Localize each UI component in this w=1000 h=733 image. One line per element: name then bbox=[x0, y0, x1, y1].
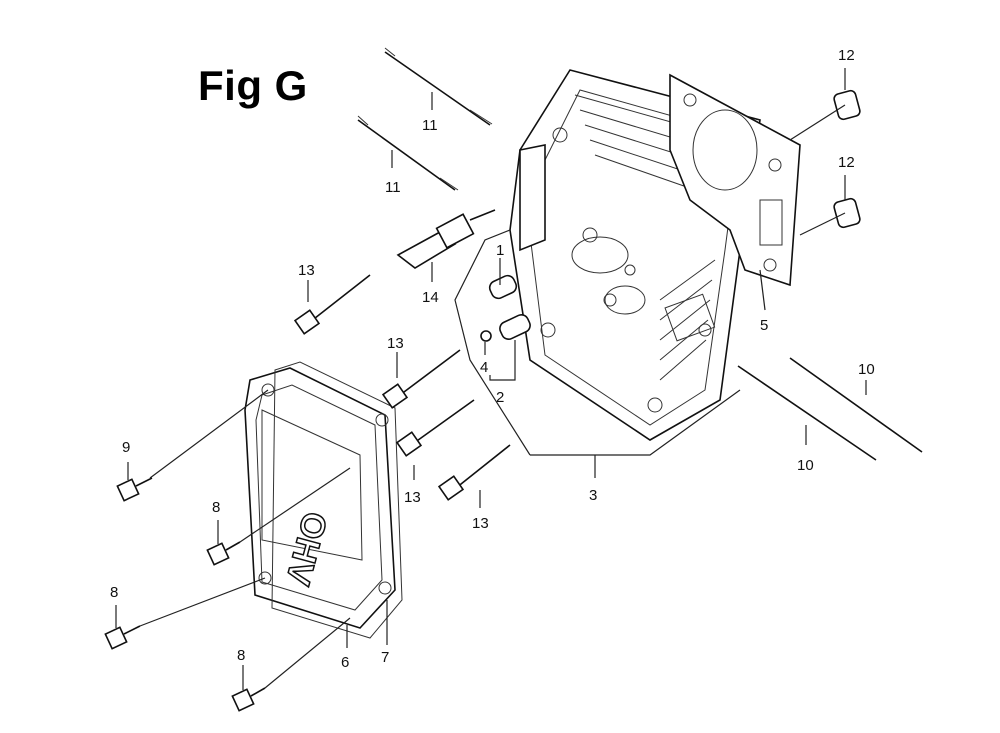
callout-13-a: 13 bbox=[298, 262, 315, 279]
callout-13-c: 13 bbox=[404, 489, 421, 506]
callout-8-c: 8 bbox=[237, 647, 245, 664]
bolt-13-a bbox=[293, 274, 371, 335]
callout-5: 5 bbox=[760, 317, 768, 334]
callout-2: 2 bbox=[496, 389, 504, 406]
bolt-13-d bbox=[437, 444, 511, 501]
stud-11-lower bbox=[357, 115, 459, 191]
callout-6: 6 bbox=[341, 654, 349, 671]
callout-1: 1 bbox=[496, 242, 504, 259]
callout-8-a: 8 bbox=[212, 499, 220, 516]
callout-11-lower: 11 bbox=[385, 179, 401, 196]
callout-11-upper: 11 bbox=[422, 117, 438, 134]
bolt-8-a bbox=[206, 541, 241, 566]
cover-gasket bbox=[271, 361, 403, 639]
bolt-13-c bbox=[395, 399, 475, 457]
callout-12-upper: 12 bbox=[838, 47, 855, 64]
callout-8-b: 8 bbox=[110, 584, 118, 601]
callout-10-lower: 10 bbox=[797, 457, 814, 474]
leader-lines bbox=[115, 68, 867, 690]
callout-7: 7 bbox=[381, 649, 389, 666]
figure-title: Fig G bbox=[198, 62, 308, 109]
valve-guide-1 bbox=[488, 274, 518, 300]
head-gasket bbox=[669, 73, 801, 287]
spark-plug bbox=[396, 209, 496, 269]
callout-13-b: 13 bbox=[387, 335, 404, 352]
callout-4: 4 bbox=[480, 359, 488, 376]
bolt-8-b bbox=[104, 625, 141, 650]
bolt-9 bbox=[116, 477, 153, 502]
stud-10-upper bbox=[789, 357, 923, 453]
callout-14: 14 bbox=[422, 289, 439, 306]
callout-9: 9 bbox=[122, 439, 130, 456]
callout-3: 3 bbox=[589, 487, 597, 504]
stud-10-lower bbox=[737, 365, 877, 461]
valve-guide-2 bbox=[499, 314, 531, 340]
washer-4 bbox=[480, 330, 492, 342]
bolt-8-c bbox=[231, 687, 266, 712]
callout-13-d: 13 bbox=[472, 515, 489, 532]
callout-12-lower: 12 bbox=[838, 154, 855, 171]
bolt-13-b bbox=[381, 349, 461, 409]
head-cover bbox=[244, 367, 396, 629]
callout-10-upper: 10 bbox=[858, 361, 875, 378]
dowel-pin-12-upper bbox=[833, 89, 861, 121]
dowel-pin-12-lower bbox=[833, 197, 861, 229]
stud-11-upper bbox=[384, 47, 493, 126]
